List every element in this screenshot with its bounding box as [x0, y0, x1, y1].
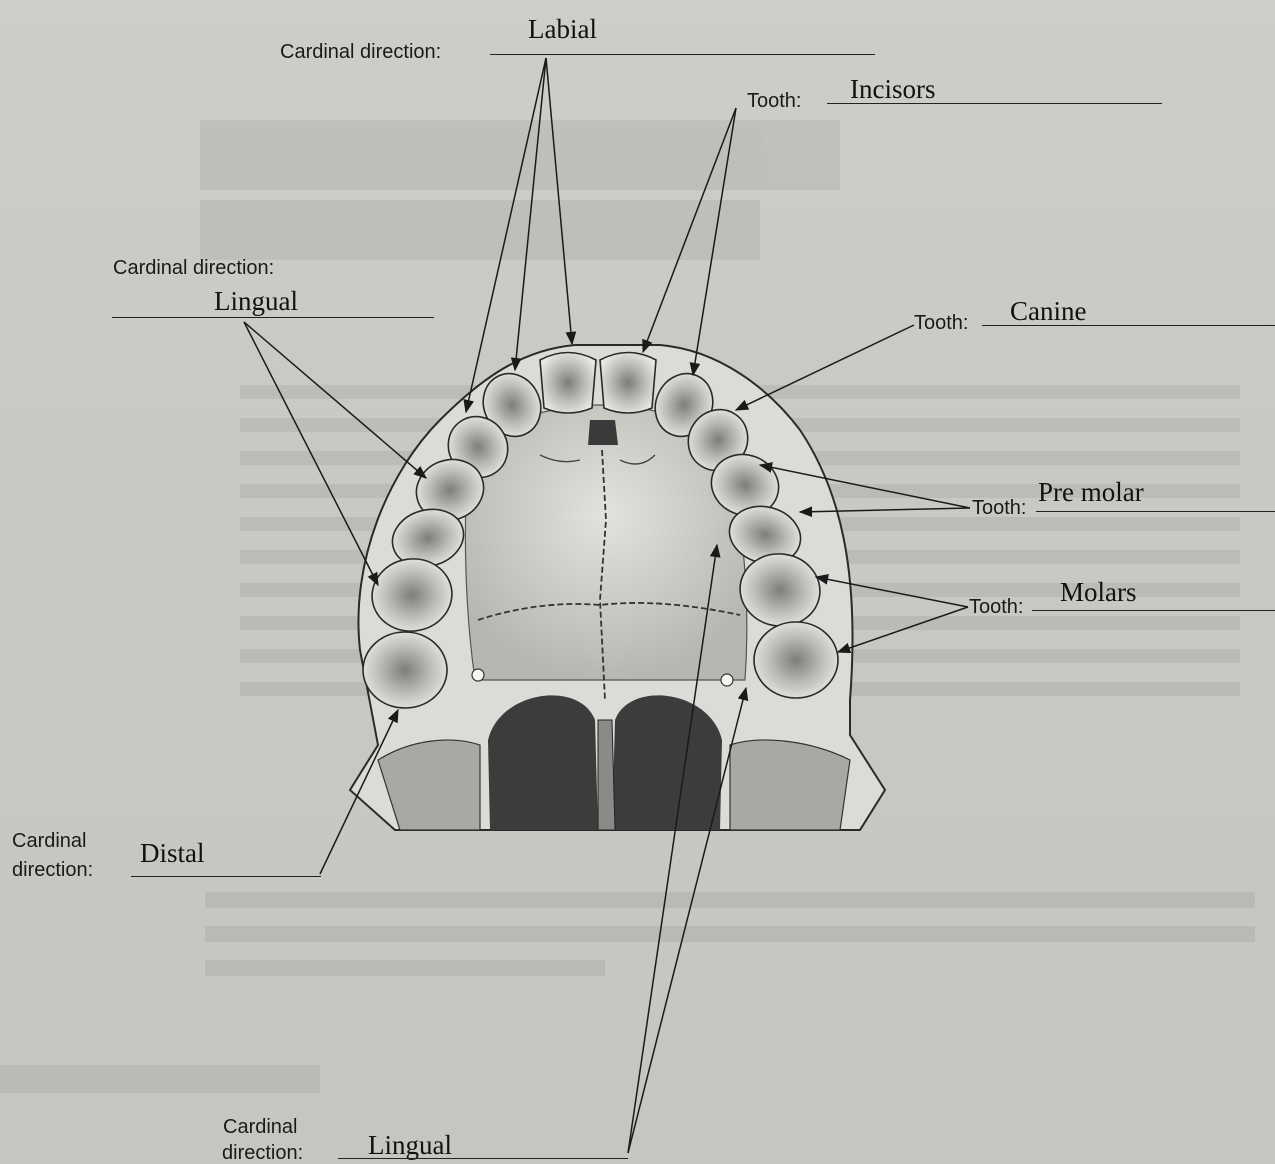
answer-lingual-top: Lingual	[214, 286, 298, 316]
choana-right	[612, 695, 722, 830]
answer-line-incisors	[827, 103, 1162, 104]
label-cardinal-distal-line1: Cardinal	[12, 830, 86, 852]
greater-palatine-foramen-right	[721, 674, 733, 686]
vomer	[598, 720, 615, 830]
answer-distal: Distal	[140, 838, 205, 868]
answer-line-canine	[982, 325, 1275, 326]
label-tooth-premolar: Tooth:	[972, 497, 1026, 519]
answer-labial: Labial	[528, 14, 597, 44]
answer-canine: Canine	[1010, 296, 1086, 326]
pterygoid-right	[730, 740, 850, 830]
label-cardinal-distal-line2: direction:	[12, 859, 93, 881]
greater-palatine-foramen-left	[472, 669, 484, 681]
answer-line-premolar	[1036, 511, 1275, 512]
tooth-molar-2-right	[754, 622, 838, 698]
answer-line-lingual-bottom	[338, 1158, 628, 1159]
label-cardinal-lingual-bottom-line2: direction:	[222, 1142, 303, 1164]
tooth-central-incisor-right	[600, 353, 656, 414]
label-tooth-molars: Tooth:	[969, 596, 1023, 618]
answer-line-distal	[131, 876, 321, 877]
answer-line-molars	[1032, 610, 1275, 611]
label-cardinal-direction-labial: Cardinal direction:	[280, 41, 441, 63]
incisive-foramen	[588, 420, 618, 445]
label-tooth-canine: Tooth:	[914, 312, 968, 334]
tooth-central-incisor-left	[540, 353, 596, 414]
label-cardinal-lingual-bottom-line1: Cardinal	[223, 1116, 297, 1138]
answer-lingual-bottom: Lingual	[368, 1130, 452, 1160]
answer-line-labial	[490, 54, 875, 55]
answer-line-lingual-top	[112, 317, 434, 318]
label-cardinal-direction-lingual-top: Cardinal direction:	[113, 257, 274, 279]
label-tooth-incisors: Tooth:	[747, 90, 801, 112]
answer-molars: Molars	[1060, 577, 1137, 607]
tooth-molar-2-left	[363, 632, 447, 708]
answer-premolar: Pre molar	[1038, 477, 1144, 507]
choana-left	[488, 695, 598, 830]
answer-incisors: Incisors	[850, 74, 935, 104]
